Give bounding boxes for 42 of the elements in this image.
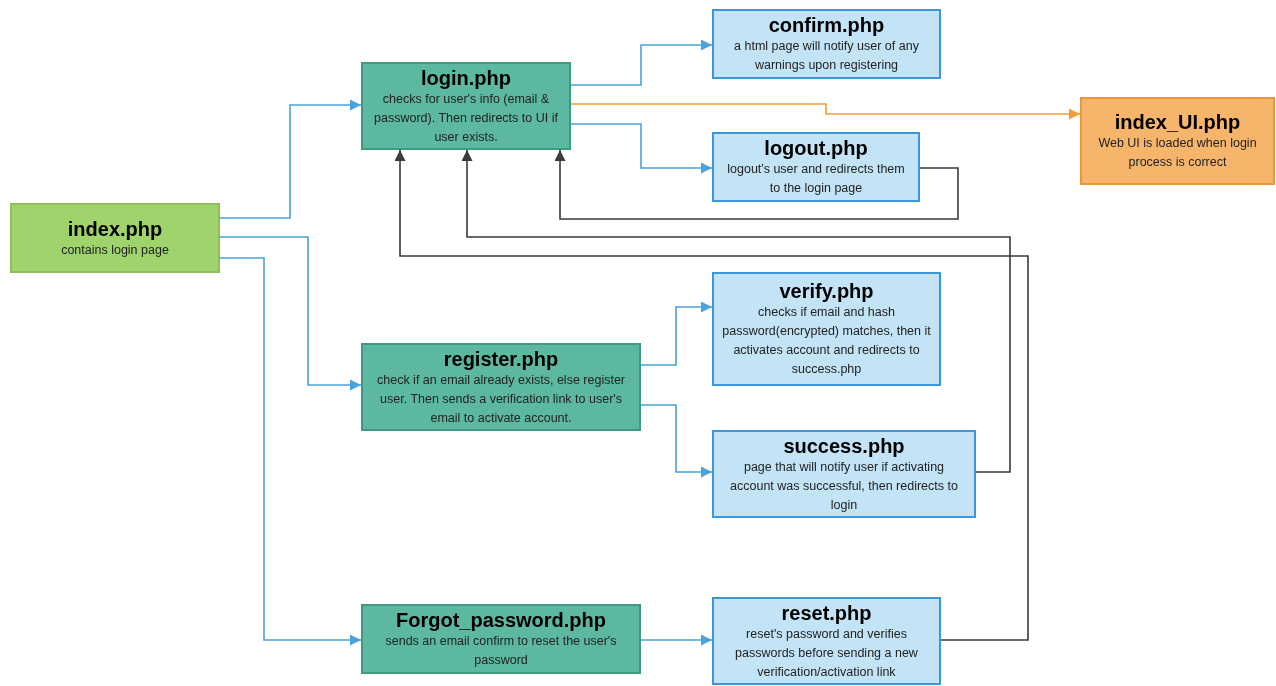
box-description: contains login page — [61, 241, 169, 259]
box-title: login.php — [421, 65, 511, 90]
box-description: reset's password and verifies passwords before sending a new verification/activation link — [734, 625, 919, 681]
arrow — [640, 404, 713, 478]
box-description: sends an email confirm to reset the user's password — [384, 633, 618, 669]
arrow — [461, 149, 1011, 473]
arrow — [554, 149, 959, 220]
box-title: verify.php — [779, 279, 874, 303]
box-description: checks if email and hash password(encrypted) matches, then it activates account and redirects to success.php — [722, 304, 931, 378]
box-description: check if an email already exists, else register user. Then sends a verification link to user's email to activate account. — [376, 371, 626, 427]
box-description: checks for user's info (email & password). Then redirects to UI if user exists. — [373, 90, 559, 146]
box-title: Forgot_password.php — [396, 608, 606, 632]
arrow — [640, 634, 713, 646]
process-box — [712, 430, 976, 518]
box-title: success.php — [783, 433, 905, 458]
box-title: confirm.php — [768, 13, 885, 37]
box-description: logout's user and redirects them to the login page — [726, 161, 906, 197]
arrow — [219, 99, 362, 219]
process-box — [361, 62, 571, 150]
box-title: index.php — [67, 216, 163, 241]
process-box — [712, 597, 941, 685]
arrow — [394, 149, 1029, 641]
process-box — [361, 604, 641, 674]
process-box — [361, 343, 641, 431]
box-title: register.php — [443, 346, 559, 371]
box-description: page that will notify user if activating account was successful, then redirects to login — [729, 458, 959, 514]
box-title: reset.php — [781, 600, 872, 625]
box-description: Web UI is loaded when login process is correct — [1097, 135, 1258, 171]
process-box — [1080, 97, 1275, 185]
arrow — [219, 257, 362, 646]
process-box — [712, 9, 941, 79]
arrow — [570, 39, 713, 86]
arrow — [570, 123, 713, 174]
arrow — [570, 103, 1081, 120]
arrow — [219, 236, 362, 391]
arrow — [640, 301, 713, 366]
box-description: a html page will notify user of any warnings upon registering — [733, 38, 920, 74]
process-box — [10, 203, 220, 273]
box-title: logout.php — [764, 136, 868, 160]
box-title: index_UI.php — [1114, 110, 1241, 134]
process-box — [712, 132, 920, 202]
process-box — [712, 272, 941, 386]
